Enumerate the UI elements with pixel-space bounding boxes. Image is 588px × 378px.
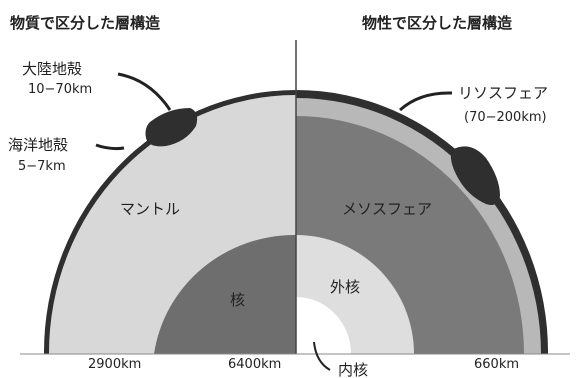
continental-crust-root — [145, 108, 198, 147]
mesosphere-label: メソスフェア — [342, 200, 432, 218]
left-core — [154, 234, 296, 354]
outer-core-label: 外核 — [330, 278, 360, 296]
scale-2900km: 2900km — [88, 357, 141, 372]
left-heading: 物質で区分した層構造 — [10, 14, 160, 32]
right-inner-core — [296, 297, 351, 354]
inner-core-leader — [313, 341, 331, 371]
right-heading: 物性で区分した層構造 — [362, 14, 512, 32]
lithosphere-label: リソスフェア — [458, 84, 548, 102]
scale-6400km: 6400km — [228, 357, 281, 372]
oceanic-crust-leader — [95, 143, 125, 151]
scale-660km: 660km — [474, 357, 519, 372]
continental-crust-leader — [117, 72, 172, 111]
core-label: 核 — [230, 291, 245, 309]
mantle-label: マントル — [120, 200, 180, 218]
lithosphere-root — [450, 146, 500, 205]
continental-crust-thickness: 10−70km — [28, 82, 92, 97]
inner-core-label: 内核 — [338, 361, 368, 378]
continental-crust-label: 大陸地殻 — [22, 60, 82, 78]
lithosphere-leader — [398, 91, 453, 112]
oceanic-crust-thickness: 5−7km — [18, 159, 66, 174]
lithosphere-thickness: (70−200km) — [464, 110, 547, 125]
oceanic-crust-label: 海洋地殻 — [8, 136, 68, 154]
